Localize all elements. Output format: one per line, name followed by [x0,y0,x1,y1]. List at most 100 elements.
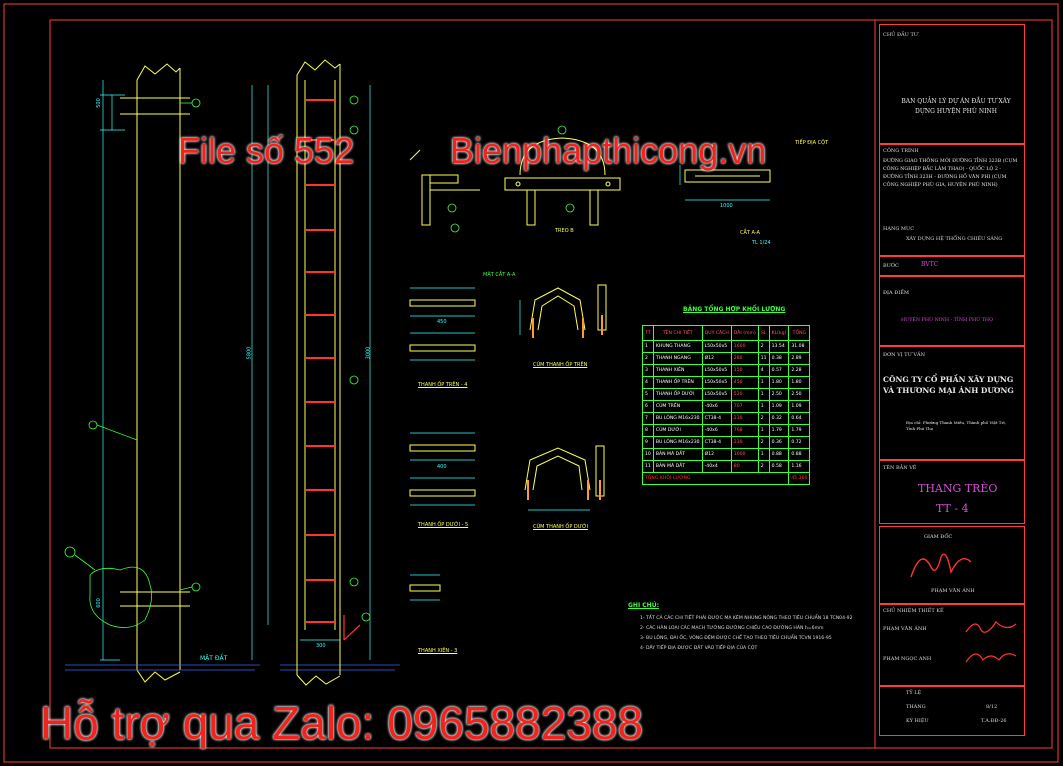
table-cell: -40x6 [701,400,732,413]
dim-5800: 5800 [246,346,253,360]
tb-location: HUYỆN PHÙ NINH - TỈNH PHÚ THỌ [901,318,994,323]
inner-frame [49,19,1053,749]
tb-designer-box [879,604,1025,686]
tb-project-box [879,144,1025,256]
table-cell: 0.38 [768,352,790,365]
dim-300: 300 [316,643,326,649]
table-cell: 1 [757,448,770,461]
table-cell: KHUNG THANG [652,340,703,353]
tb-drawing-name: THANG TRÈO [918,482,998,495]
tb-location-label: ĐỊA ĐIỂM [883,290,909,296]
detail-cut-aa [684,169,771,183]
label-ground: MẶT ĐẤT [200,655,228,662]
table-cell: CÙM DƯỚI [652,424,703,437]
tb-designer: PHẠM VĂN ÁNH [883,626,927,632]
dim-600: 600 [95,598,102,608]
table-cell: 1.79 [768,424,790,437]
tb-owner: BAN QUẢN LÝ DỰ ÁN ĐẦU TƯ XÂY DỰNG HUYỆN … [901,98,1011,115]
watermark-file-number: File số 552 [178,130,355,171]
label-scale: TL 1/24 [752,240,771,246]
table-title: BẢNG TỔNG HỢP KHỐI LƯỢNG [683,306,786,313]
tb-phase-box [879,256,1025,276]
table-cell: THANH NGANG [652,352,703,365]
cum-duoi [524,445,605,497]
table-cell: 7 [642,412,654,425]
table-cell: 2 [757,436,770,449]
table-cell: CT38-4 [701,436,732,449]
table-cell: 2.50 [768,388,790,401]
table-cell: THANH ỐP TRÊN [652,376,703,389]
table-cell: Ø12 [701,352,732,365]
table-cell: 8 [642,424,654,437]
tb-location-box [879,276,1025,346]
table-cell: 11 [642,460,654,473]
tb-item-label: HẠNG MỤC [883,226,915,232]
table-cell: L50x50x5 [701,364,732,377]
table-cell: 2.89 [788,352,811,365]
table-cell: -40x4 [701,460,732,473]
label-cum-duoi: CÙM THANH ỐP DƯỚI [533,524,589,530]
tb-sheet-label: KÝ HIỆU [906,718,929,724]
table-cell: 80 [730,460,759,473]
note-item: 1- TẤT CẢ CÁC CHI TIẾT PHẢI ĐƯỢC MẠ KẼM … [640,616,853,621]
label-cum-tren: CÙM THANH ỐP TRÊN [533,362,588,368]
label-thanh-duoi: THANH ỐP DƯỚI - 5 [418,522,469,528]
tb-checker: PHẠM NGỌC ANH [883,656,932,662]
table-cell: 6 [642,400,654,413]
tb-contractor-box [879,346,1025,460]
ground-line [65,664,400,671]
table-cell: 0.32 [768,412,790,425]
table-cell: 1 [757,400,770,413]
watermark-support: Hỗ trợ qua Zalo: 0965882388 [40,697,644,749]
tb-contractor-addr: Địa chỉ: Phường Thanh Miếu, Thành phố Vi… [906,420,1006,431]
tb-project-label: CÔNG TRÌNH [883,148,919,154]
table-cell: CT38-4 [701,412,732,425]
table-cell: 4 [757,364,770,377]
table-cell: 10 [642,448,654,461]
table-cell: 1 [757,424,770,437]
tb-scale-label: TỶ LỆ [906,690,922,696]
table-cell: 1.09 [788,400,811,413]
table-cell: 1.09 [768,400,790,413]
table-cell: Ø12 [701,448,732,461]
table-cell: 0.36 [768,436,790,449]
tb-phase: BVTC [921,261,939,268]
note-item: 4- DÂY TIẾP ĐỊA ĐƯỢC ĐẶT VÀO TIẾP ĐỊA CỦ… [640,646,758,651]
table-cell: 230 [730,436,759,449]
table-cell: 3 [642,364,654,377]
outer-frame [3,3,1059,763]
dims-left [100,80,125,661]
tb-director-label: GIÁM ĐỐC [924,534,953,540]
table-cell: 230 [730,412,759,425]
table-cell: 5 [642,388,654,401]
pole-left [120,63,190,683]
table-cell: 2 [757,340,770,353]
tb-meta-box [879,686,1025,736]
tb-contractor: CÔNG TY CỔ PHẦN XÂY DỰNG VÀ THƯƠNG MẠI Á… [883,375,1014,395]
dim-1000: 1000 [720,203,733,209]
pole-ladder [296,59,341,686]
cum-tren [529,284,607,331]
tb-signature-box [879,526,1025,604]
tb-contractor-label: ĐƠN VỊ TƯ VẤN [883,352,926,358]
tb-date-label: THÁNG [906,704,926,710]
table-cell: 13.54 [768,340,790,353]
designer-signature [965,621,1017,663]
tb-drawing-box [879,460,1025,524]
notes-title: GHI CHÚ: [628,602,659,609]
table-cell: BẢN MÃ DẤT [652,460,703,473]
table-cell: BẢN MÃ DẤT [652,448,703,461]
table-cell: 1000 [730,448,759,461]
table-cell: 1 [757,376,770,389]
dim-400: 400 [437,464,447,470]
table-cell: 0.72 [788,436,811,449]
